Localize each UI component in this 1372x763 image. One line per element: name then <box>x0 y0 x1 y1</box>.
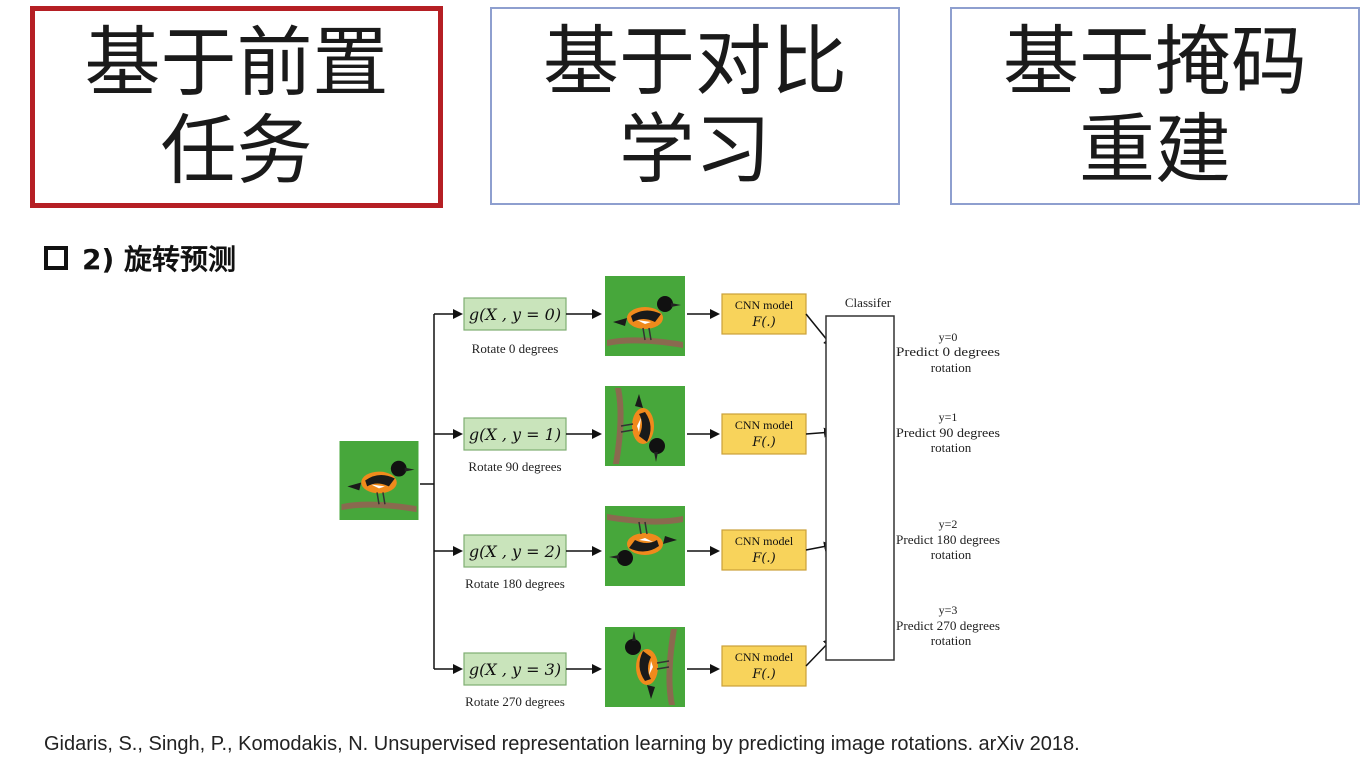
transform-label: g(X , y = 2) <box>469 542 561 561</box>
cnn-model-label: CNN model <box>735 650 794 664</box>
citation: Gidaris, S., Singh, P., Komodakis, N. Un… <box>44 733 1080 755</box>
rotated-bird-image <box>604 276 686 356</box>
card-title-line: 基于掩码 <box>1003 17 1307 106</box>
cnn-model-label: CNN model <box>735 534 794 548</box>
checkbox-bullet-icon <box>44 246 68 270</box>
cnn-function-label: F(.) <box>751 315 775 330</box>
prediction-label: Predict 180 degrees <box>896 532 1000 547</box>
category-card-pretext-task: 基于前置 任务 <box>30 6 443 208</box>
transform-box <box>463 534 567 568</box>
card-title-line: 重建 <box>1079 105 1231 194</box>
cnn-model-box <box>721 293 807 335</box>
card-title-line: 基于对比 <box>543 17 847 106</box>
cnn-model-box <box>721 413 807 455</box>
class-label: y=1 <box>939 410 958 424</box>
classifier-box <box>825 315 895 661</box>
rotation-caption: Rotate 90 degrees <box>468 459 561 474</box>
section-heading: 2) 旋转预测 <box>44 238 236 278</box>
rotation-caption: Rotate 180 degrees <box>465 576 565 591</box>
cnn-model-label: CNN model <box>735 418 794 432</box>
rotation-caption: Rotate 0 degrees <box>472 341 559 356</box>
transform-label: g(X , y = 0) <box>469 305 561 324</box>
class-label: y=3 <box>939 603 958 617</box>
rotated-bird-image <box>605 626 685 708</box>
transform-label: g(X , y = 3) <box>469 660 561 679</box>
transform-label: g(X , y = 1) <box>469 425 561 444</box>
rotated-bird-image <box>604 506 686 586</box>
cnn-model-box <box>721 645 807 687</box>
prediction-label: Predict 0 degrees <box>896 344 1000 359</box>
prediction-label: Predict 270 degrees <box>896 618 1000 633</box>
cnn-model-box <box>721 529 807 571</box>
input-bird-image <box>338 441 420 520</box>
rotated-bird-image <box>605 385 685 467</box>
prediction-rotation-label: rotation <box>931 547 972 562</box>
prediction-rotation-label: rotation <box>931 360 972 375</box>
card-title-line: 学习 <box>619 105 771 194</box>
cnn-function-label: F(.) <box>751 667 775 682</box>
class-label: y=2 <box>939 517 958 531</box>
card-title-line: 基于前置 <box>84 18 389 107</box>
class-label: y=0 <box>939 330 958 344</box>
card-title-line: 任务 <box>160 106 313 195</box>
cnn-model-label: CNN model <box>735 298 794 312</box>
prediction-label: Predict 90 degrees <box>896 425 1000 440</box>
category-card-contrastive: 基于对比 学习 <box>490 7 900 205</box>
category-card-masked-reconstruction: 基于掩码 重建 <box>950 7 1360 205</box>
rotation-caption: Rotate 270 degrees <box>465 694 565 709</box>
prediction-rotation-label: rotation <box>931 633 972 648</box>
transform-box <box>463 297 567 331</box>
cnn-function-label: F(.) <box>751 435 775 450</box>
classifier-label: Classifer <box>845 295 892 310</box>
prediction-rotation-label: rotation <box>931 440 972 455</box>
section-title: 2) 旋转预测 <box>82 243 237 276</box>
cnn-function-label: F(.) <box>751 551 775 566</box>
